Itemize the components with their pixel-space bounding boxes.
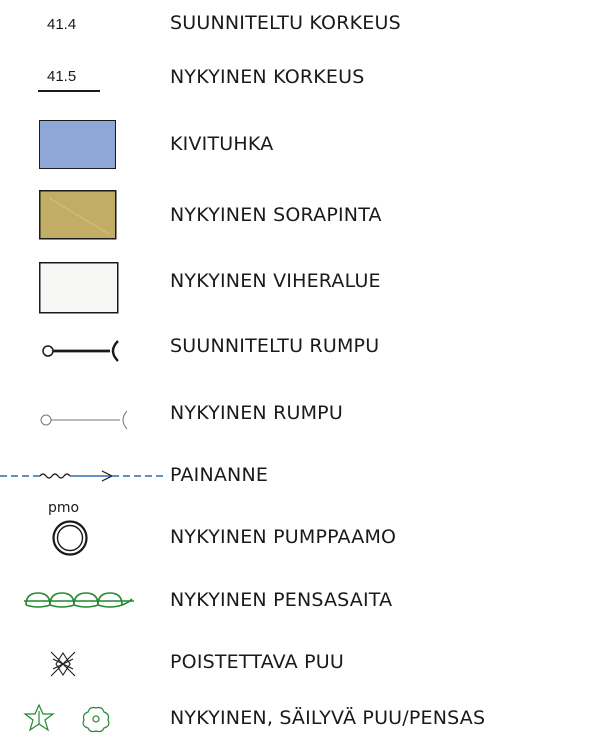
tree-to-remove-label: POISTETTAVA PUU [170,651,344,673]
planned-culvert-label: SUUNNITELTU RUMPU [170,335,380,357]
preserved-tree-label: NYKYINEN, SÄILYVÄ PUU/PENSAS [170,707,486,729]
legend-row-existing-gravel: NYKYINEN SORAPINTA [0,190,606,240]
gravel-swatch [39,190,117,240]
green-area-swatch [39,262,119,314]
legend-row-existing-culvert: NYKYINEN RUMPU [0,400,606,430]
legend-row-pumping-station: pmo NYKYINEN PUMPPAAMO [0,498,606,558]
preserved-tree-icon [23,703,55,732]
legend-row-stone-dust: KIVITUHKA [0,120,606,170]
existing-elevation-underline [38,90,100,92]
planned-elevation-value: 41.4 [47,16,77,33]
depression-line-icon [0,470,166,482]
existing-elevation-label: NYKYINEN KORKEUS [170,66,365,88]
legend-row-existing-green-area: NYKYINEN VIHERALUE [0,262,606,314]
planned-culvert-icon [42,340,119,362]
existing-culvert-icon [40,410,128,430]
hedge-icon [24,592,134,608]
legend-row-planned-culvert: SUUNNITELTU RUMPU [0,333,606,363]
existing-green-area-label: NYKYINEN VIHERALUE [170,270,381,292]
pumping-station-abbr: pmo [48,500,80,516]
stone-dust-swatch [39,120,116,169]
stone-dust-label: KIVITUHKA [170,133,274,155]
tree-removal-icon [50,651,76,677]
legend-row-existing-elevation: 41.5 NYKYINEN KORKEUS [0,63,606,93]
legend-row-tree-to-remove: POISTETTAVA PUU [0,645,606,681]
pumping-station-label: NYKYINEN PUMPPAAMO [170,526,397,548]
legend-row-depression: PAINANNE [0,458,606,488]
legend-row-planned-elevation: 41.4 SUUNNITELTU KORKEUS [0,10,606,40]
depression-label: PAINANNE [170,464,269,486]
preserved-shrub-icon [82,706,110,733]
legend-row-preserved-tree: NYKYINEN, SÄILYVÄ PUU/PENSAS [0,703,606,736]
existing-culvert-label: NYKYINEN RUMPU [170,402,343,424]
existing-hedge-label: NYKYINEN PENSASAITA [170,589,393,611]
planned-elevation-label: SUUNNITELTU KORKEUS [170,12,401,34]
existing-gravel-label: NYKYINEN SORAPINTA [170,204,382,226]
existing-elevation-value: 41.5 [47,68,77,85]
legend-row-existing-hedge: NYKYINEN PENSASAITA [0,585,606,615]
pumping-station-icon [52,520,88,556]
